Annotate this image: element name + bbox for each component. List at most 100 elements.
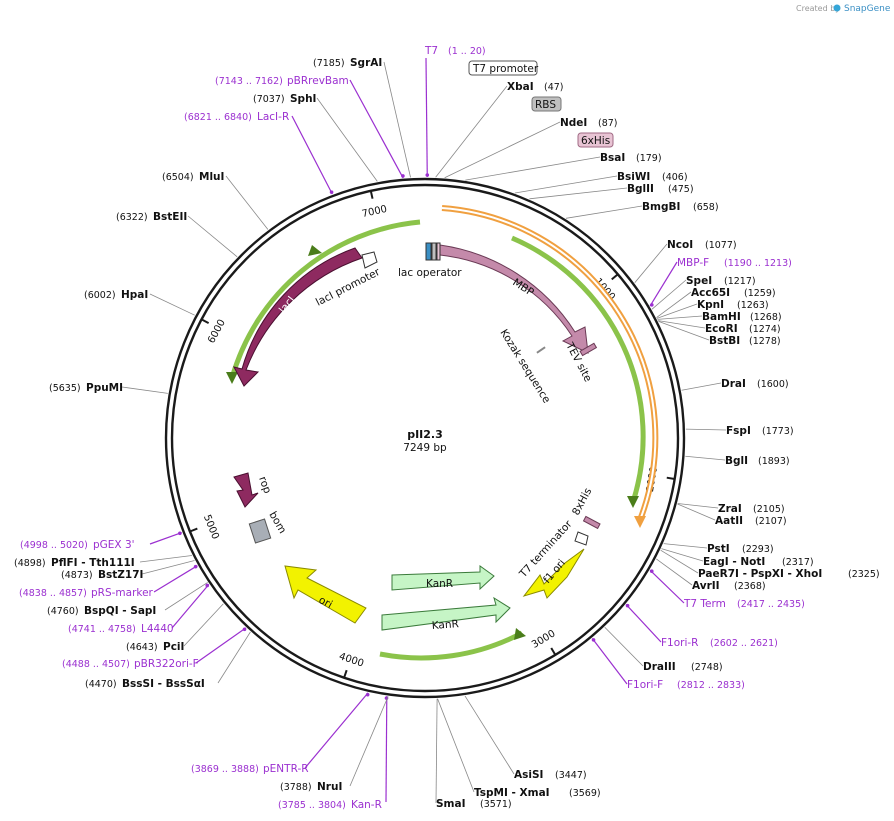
enzyme-bsssi-name: BssSI - BssSαI bbox=[122, 678, 205, 690]
enzyme-ecori-pos: (1274) bbox=[749, 324, 781, 335]
enzyme-tspmi-name: TspMI - XmaI bbox=[474, 787, 550, 799]
enzyme-bgli-pos: (1893) bbox=[758, 456, 790, 467]
enzyme-xbai-name: XbaI bbox=[507, 81, 534, 93]
enzyme-eagi-noti-pos: (2317) bbox=[782, 557, 814, 568]
rop-label: rop bbox=[256, 475, 273, 496]
leader-line bbox=[660, 549, 699, 574]
enzyme-asisi-name: AsiSI bbox=[514, 769, 543, 781]
enzyme-spei-name: SpeI bbox=[686, 275, 712, 287]
enzyme-hpai-pos: (6002) bbox=[84, 290, 116, 301]
enzyme-mlui-name: MluI bbox=[199, 171, 224, 183]
enzyme-smai-name: SmaI bbox=[436, 798, 466, 810]
enzyme-xbai-pos: (47) bbox=[544, 82, 564, 93]
enzyme-bsteii-pos: (6322) bbox=[116, 212, 148, 223]
primer-site-marker bbox=[591, 638, 596, 642]
primer-site-marker bbox=[650, 303, 654, 307]
leader-line bbox=[677, 503, 716, 521]
orf-green-left-top-arrowhead bbox=[308, 245, 322, 256]
enzyme-sphi-name: SphI bbox=[290, 93, 316, 105]
leader-line bbox=[465, 156, 601, 181]
backbone bbox=[164, 177, 686, 699]
enzyme-ncoi-name: NcoI bbox=[667, 239, 693, 251]
mbp-arrow bbox=[439, 244, 589, 354]
enzyme-bglii-pos: (475) bbox=[668, 184, 694, 195]
enzyme-sphi-pos: (7037) bbox=[253, 94, 285, 105]
primer-pgex3-name: pGEX 3' bbox=[93, 539, 135, 551]
enzyme-acc65i-pos: (1259) bbox=[744, 288, 776, 299]
leader-line bbox=[625, 604, 662, 643]
enzyme-ndei-name: NdeI bbox=[560, 117, 587, 129]
tick-mark-6000 bbox=[201, 318, 210, 324]
plasmid-length: 7249 bp bbox=[403, 442, 447, 454]
leader-line bbox=[425, 57, 428, 178]
leader-line bbox=[164, 582, 208, 611]
orf-green-right-arrowhead bbox=[627, 496, 639, 508]
primer-t7-range: (1 .. 20) bbox=[448, 46, 486, 57]
enzyme-bamhi-name: BamHI bbox=[702, 311, 741, 323]
enzyme-nrui-pos: (3788) bbox=[280, 782, 312, 793]
enzyme-ncoi-pos: (1077) bbox=[705, 240, 737, 251]
rbs-label: RBS bbox=[535, 99, 556, 111]
eightxhis-block bbox=[582, 515, 601, 530]
tick-mark-2000 bbox=[666, 476, 675, 480]
t7-promoter-box bbox=[468, 60, 538, 76]
enzyme-ndei-pos: (87) bbox=[598, 118, 618, 129]
leader-lines bbox=[121, 57, 727, 804]
enzyme-spei-pos: (1217) bbox=[724, 276, 756, 287]
mbp-label: MBP bbox=[510, 276, 535, 298]
leader-line bbox=[658, 321, 710, 341]
enzyme-avrii-name: AvrII bbox=[692, 580, 720, 592]
leader-line bbox=[316, 97, 378, 182]
primer-laci-r-name: LacI-R bbox=[257, 111, 289, 123]
primer-site-marker bbox=[178, 531, 182, 536]
primer-kan-r-range: (3785 .. 3804) bbox=[278, 800, 346, 811]
enzyme-bsiwi-pos: (406) bbox=[662, 172, 688, 183]
leader-line bbox=[685, 455, 726, 461]
enzyme-kpni-name: KpnI bbox=[697, 299, 724, 311]
sixhis-label: 6xHis bbox=[581, 135, 610, 147]
leader-line bbox=[604, 626, 644, 667]
orf-green-arc-bottom bbox=[379, 630, 524, 661]
primer-f1ori-r-range: (2602 .. 2621) bbox=[710, 638, 778, 649]
site-labels: T7 (1 .. 20) (7185) SgrAI (7143 .. 7162)… bbox=[14, 45, 880, 811]
enzyme-bsssi-pos: (4470) bbox=[85, 679, 117, 690]
orf-orange-arc-core bbox=[441, 207, 657, 521]
leader-line bbox=[649, 569, 685, 604]
leader-line bbox=[661, 548, 704, 562]
kanr-arrow-upper bbox=[391, 565, 495, 591]
leader-line bbox=[529, 187, 628, 200]
tick-label-3000: 3000 bbox=[530, 628, 557, 651]
orf-orange-arrowhead bbox=[634, 516, 646, 528]
leader-line bbox=[121, 386, 168, 394]
primer-site-marker bbox=[242, 627, 247, 632]
primer-prs-marker-name: pRS-marker bbox=[91, 587, 154, 599]
primer-laci-r-range: (6821 .. 6840) bbox=[184, 112, 252, 123]
enzyme-zrai-name: ZraI bbox=[718, 503, 742, 515]
leader-line bbox=[149, 532, 182, 545]
leader-line bbox=[304, 692, 369, 769]
enzyme-aatii-pos: (2107) bbox=[755, 516, 787, 527]
enzyme-drai-name: DraI bbox=[721, 378, 746, 390]
enzyme-avrii-pos: (2368) bbox=[734, 581, 766, 592]
bom-block bbox=[248, 518, 272, 544]
ori-label: ori bbox=[317, 594, 335, 611]
enzyme-ppumi-name: PpuMI bbox=[86, 382, 123, 394]
leader-line bbox=[349, 696, 389, 787]
primer-pentr-r-name: pENTR-R bbox=[263, 763, 309, 775]
primer-mbp-f-name: MBP-F bbox=[677, 257, 709, 269]
orf-green-arc-left bbox=[229, 219, 421, 379]
rbs-box bbox=[531, 96, 562, 112]
tick-label-6000: 6000 bbox=[206, 318, 228, 346]
tick-mark-7000 bbox=[369, 190, 374, 199]
enzyme-zrai-pos: (2105) bbox=[753, 504, 785, 515]
primer-t7-term-range: (2417 .. 2435) bbox=[737, 599, 805, 610]
enzyme-psti-name: PstI bbox=[707, 543, 730, 555]
primer-site-marker bbox=[625, 603, 630, 608]
enzyme-tspmi-pos: (3569) bbox=[569, 788, 601, 799]
primer-mbp-f-range: (1190 .. 1213) bbox=[724, 258, 792, 269]
primer-pbrrevbam-range: (7143 .. 7162) bbox=[215, 76, 283, 87]
backbone-outer-ring bbox=[164, 177, 686, 699]
credit-brand: SnapGene bbox=[844, 4, 891, 14]
tick-mark-3000 bbox=[550, 647, 557, 656]
tev-site-block bbox=[579, 342, 598, 357]
